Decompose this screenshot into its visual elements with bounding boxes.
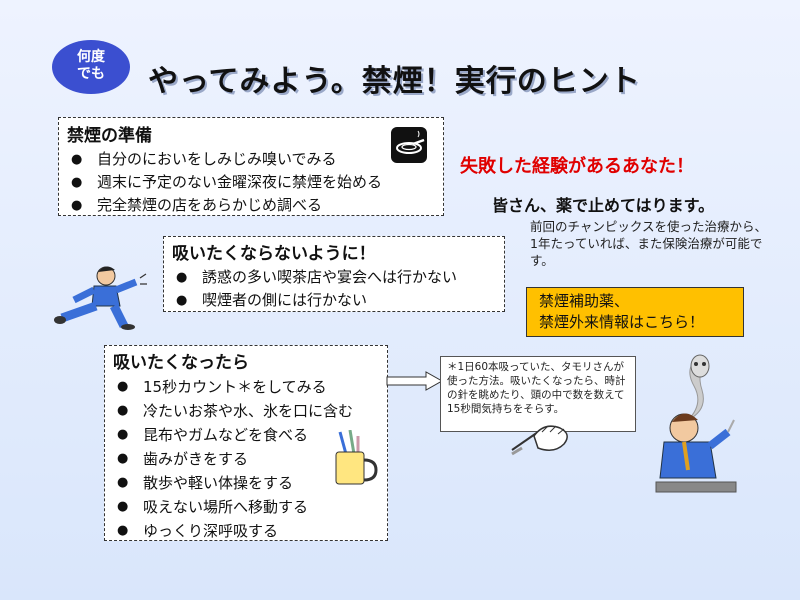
badge-line2: でも: [77, 66, 105, 82]
stretching-man-illustration: [54, 266, 147, 330]
list-item: 吸えない場所へ移動する: [113, 495, 379, 519]
list-item: 誘惑の多い喫茶店や宴会へは行かない: [172, 266, 496, 289]
stressed-man-illustration: [655, 354, 737, 493]
list-item: 完全禁煙の店をあらかじめ調べる: [67, 194, 435, 217]
ashtray-icon: [391, 127, 427, 163]
failed-headline: 失敗した経験があるあなた！: [460, 156, 694, 177]
page-title: やってみよう。禁煙！実行のヒント: [148, 64, 641, 99]
list-item: 散歩や軽い体操をする: [113, 471, 379, 495]
footnote-box: ＊1日60本吸っていた、タモリさんが使った方法。吸いたくなったら、時計の針を眺め…: [440, 356, 636, 432]
list-item: 喫煙者の側には行かない: [172, 289, 496, 312]
list-item: 自分のにおいをしみじみ嗅いでみる: [67, 148, 435, 171]
arrow-icon: [386, 371, 444, 391]
hand-cigarette-illustration: [511, 425, 568, 456]
failed-body: 前回のチャンピックスを使った治療から、1年たっていれば、また保険治療が可能です。: [530, 219, 768, 268]
urge-heading: 吸いたくなったら: [113, 353, 249, 373]
badge: 何度 でも: [52, 40, 130, 94]
list-item: 昆布やガムなどを食べる: [113, 423, 379, 447]
list-item: 15秒カウント＊をしてみる: [113, 375, 379, 399]
list-item: 週末に予定のない金曜深夜に禁煙を始める: [67, 171, 435, 194]
failed-subline: 皆さん、薬で止めてはります。: [492, 196, 715, 215]
preparation-heading: 禁煙の準備: [67, 126, 152, 146]
urge-box: 吸いたくなったら 15秒カウント＊をしてみる 冷たいお茶や水、氷を口に含む 昆布…: [104, 345, 388, 543]
badge-line1: 何度: [77, 49, 105, 65]
list-item: ゆっくり深呼吸する: [113, 519, 379, 543]
mug-icon: [335, 430, 378, 485]
list-item: 冷たいお茶や水、氷を口に含む: [113, 399, 379, 423]
avoid-box: 吸いたくならないように！ 誘惑の多い喫茶店や宴会へは行かない 喫煙者の側には行か…: [163, 236, 505, 312]
preparation-box: 禁煙の準備 自分のにおいをしみじみ嗅いでみる 週末に予定のない金曜深夜に禁煙を始…: [58, 117, 444, 217]
info-link-line2: 禁煙外来情報はこちら！: [539, 313, 705, 331]
info-link-line1: 禁煙補助薬、: [539, 292, 630, 310]
info-link-button[interactable]: 禁煙補助薬、 禁煙外来情報はこちら！: [526, 287, 744, 337]
list-item: 歯みがきをする: [113, 447, 379, 471]
avoid-heading: 吸いたくならないように！: [172, 244, 376, 264]
